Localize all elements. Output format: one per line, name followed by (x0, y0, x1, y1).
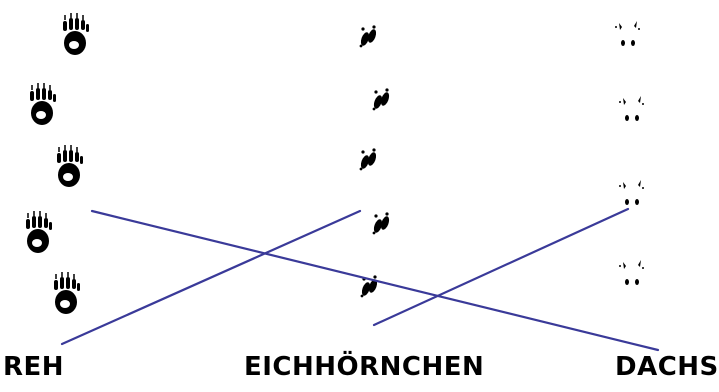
deer-hoof-print-icon (619, 180, 644, 205)
match-line-reh (60, 209, 362, 346)
animal-label-dachs: DACHS (615, 352, 719, 382)
squirrel-paw-print-icon (359, 25, 378, 48)
badger-paw-print-icon (29, 82, 57, 126)
deer-hoof-print-icon (619, 96, 644, 121)
badger-paw-print-icon (62, 12, 90, 56)
deer-hoof-print-icon (619, 260, 644, 285)
squirrel-paw-print-icon (372, 88, 391, 111)
match-line-eichhoernchen (90, 209, 660, 352)
match-line-dachs (372, 207, 630, 327)
badger-paw-print-icon (53, 271, 81, 315)
squirrel-paw-print-icon (372, 212, 391, 235)
deer-hoof-print-icon (615, 21, 640, 46)
badger-paw-print-icon (56, 144, 84, 188)
badger-paw-print-icon (25, 210, 53, 254)
animal-label-eichhoernchen: EICHHÖRNCHEN (244, 352, 485, 382)
animal-label-reh: REH (3, 352, 65, 382)
squirrel-paw-print-icon (359, 148, 378, 171)
